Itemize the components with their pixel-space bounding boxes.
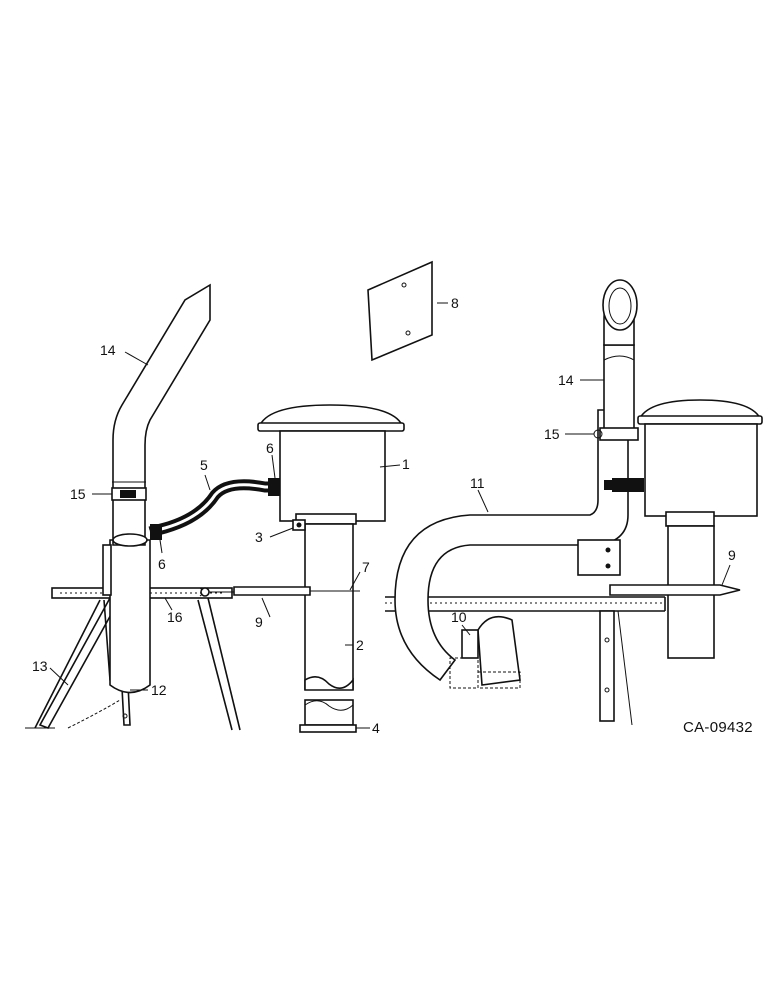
band-clamp-left xyxy=(111,481,147,501)
support-rod-right xyxy=(609,584,741,596)
callout-11: 11 xyxy=(470,475,485,491)
cover-plate xyxy=(367,260,433,362)
mounting-bracket-10 xyxy=(449,615,521,689)
reference-code: CA-09432 xyxy=(683,719,753,736)
callout-4: 4 xyxy=(372,720,380,736)
callout-6-left-lower: 6 xyxy=(158,556,166,572)
air-cleaner-right xyxy=(637,399,763,659)
exhaust-stack-left xyxy=(112,283,211,547)
callout-9-right: 9 xyxy=(728,547,736,563)
callout-7: 7 xyxy=(362,559,370,575)
band-clamp-right xyxy=(593,427,639,441)
callout-9-left: 9 xyxy=(255,614,263,630)
callout-16: 16 xyxy=(167,609,183,625)
callout-14-right: 14 xyxy=(558,372,574,388)
intake-pipe-left xyxy=(299,523,357,733)
stack-mount-housing xyxy=(102,539,151,694)
air-cleaner-left xyxy=(257,404,405,525)
leader-lines xyxy=(49,302,731,729)
callout-14-left: 14 xyxy=(100,342,116,358)
callout-1: 1 xyxy=(402,456,410,472)
callout-2: 2 xyxy=(356,637,364,653)
callout-3: 3 xyxy=(255,529,263,545)
hose-right xyxy=(604,478,644,492)
support-rod-left xyxy=(199,586,360,597)
callout-15-right: 15 xyxy=(544,426,560,442)
mount-plate-right xyxy=(577,539,621,576)
hose-left xyxy=(148,478,280,540)
callout-10: 10 xyxy=(451,609,467,625)
brace-legs xyxy=(25,597,241,731)
callout-13: 13 xyxy=(32,658,48,674)
callout-15-left: 15 xyxy=(70,486,86,502)
callout-12: 12 xyxy=(151,682,167,698)
exhaust-stack-right xyxy=(602,279,638,436)
callout-8: 8 xyxy=(451,295,459,311)
callout-6-left-upper: 6 xyxy=(266,440,274,456)
clamp-3 xyxy=(292,519,306,531)
exhaust-pipe-right xyxy=(394,409,629,682)
support-post-right xyxy=(599,610,633,726)
callout-5: 5 xyxy=(200,457,208,473)
